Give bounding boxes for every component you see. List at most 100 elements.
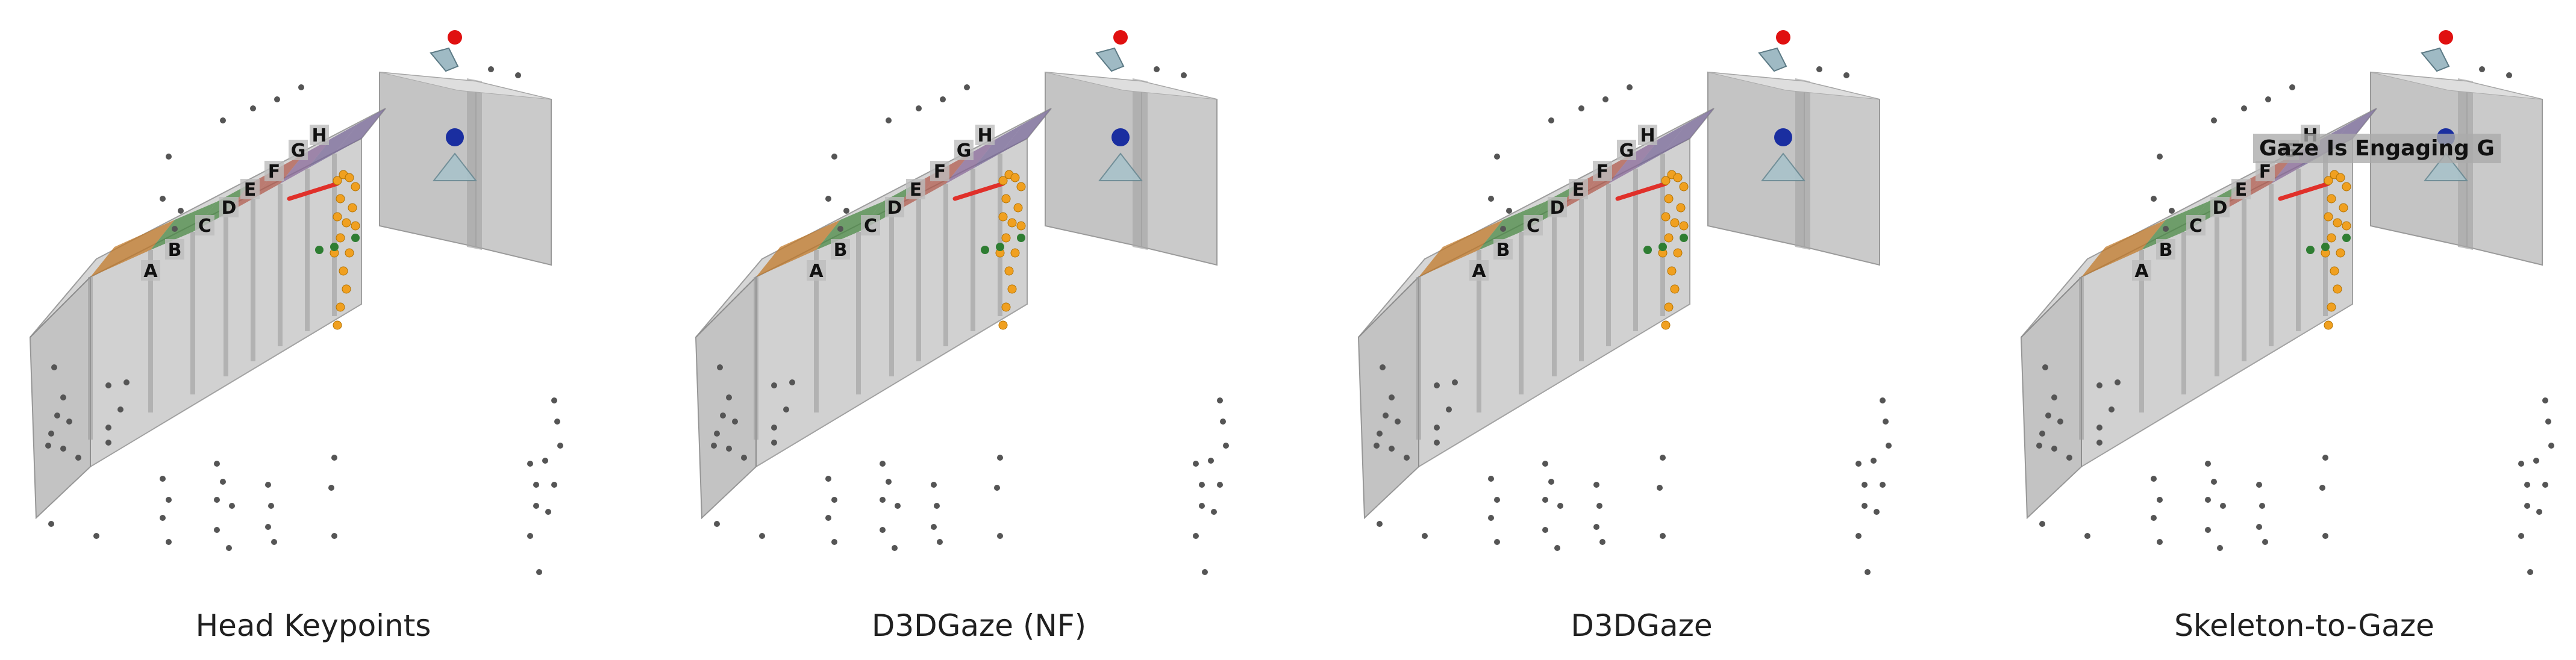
camera-frustum-center: [1098, 152, 1143, 181]
keypoint-grey: [2289, 84, 2295, 90]
slot-label-e: E: [244, 179, 257, 201]
keypoint-grey: [2259, 503, 2265, 509]
keypoint-orange: [2342, 182, 2351, 191]
keypoint-grey: [2256, 482, 2262, 488]
slot-label-background: [807, 260, 826, 281]
keypoint-orange: [2327, 233, 2336, 243]
keypoint-orange: [1664, 194, 1674, 204]
keypoint-grey: [1542, 527, 1548, 533]
keypoint-grey: [1452, 379, 1458, 385]
keypoint-grey: [916, 105, 922, 111]
keypoint-grey: [1855, 533, 1862, 539]
keypoint-grey: [1843, 72, 1849, 78]
back-panel-top: [1707, 72, 1880, 100]
keypoint-grey: [542, 458, 548, 464]
keypoint-grey: [2262, 539, 2268, 545]
keypoint-grey: [732, 419, 738, 425]
keypoint-grey: [60, 394, 66, 400]
keypoint-grey: [726, 394, 732, 400]
slot-label-h: H: [977, 125, 992, 146]
keypoint-orange: [2333, 218, 2342, 228]
camera-marker: [448, 30, 462, 45]
keypoint-grey: [1506, 208, 1512, 214]
keypoint-grey: [789, 379, 795, 385]
keypoint-grey: [328, 485, 334, 491]
slot-label-background: [1569, 179, 1588, 199]
panel-caption: Skeleton-to-Gaze: [2174, 608, 2434, 643]
keypoint-grey: [166, 497, 172, 503]
keypoint-grey: [1488, 515, 1494, 521]
keypoint-grey: [934, 503, 940, 509]
keypoint-grey: [1199, 503, 1205, 509]
keypoint-grey: [771, 425, 777, 431]
keypoint-grey: [2524, 482, 2530, 488]
keypoint-grey: [714, 521, 720, 527]
back-panel-left: [379, 71, 477, 248]
keypoint-grey: [1880, 397, 1886, 403]
panel-caption: D3DGaze: [1571, 608, 1713, 643]
slot-label-background: [264, 161, 284, 181]
keypoint-grey: [1434, 440, 1440, 446]
keypoint-grey: [2518, 461, 2524, 467]
keypoint-orange: [2324, 176, 2333, 185]
slot-label-b: B: [168, 240, 182, 261]
camera-frustum-center: [2423, 152, 2469, 181]
slot-label-background: [2156, 239, 2175, 260]
slot-label-background: [1617, 140, 1636, 160]
keypoint-grey: [515, 72, 521, 78]
keypoint-grey: [1154, 66, 1160, 72]
keypoint-grey: [2051, 446, 2057, 452]
keypoint-orange: [1664, 302, 1674, 312]
keypoint-grey: [1554, 545, 1560, 551]
keypoint-grey: [105, 425, 111, 431]
keypoint-grey: [2039, 521, 2045, 527]
keypoint-orange: [333, 212, 342, 222]
keypoint-grey: [1593, 482, 1599, 488]
slot-label-d: D: [1550, 198, 1565, 219]
keypoint-grey: [2506, 72, 2512, 78]
keypoint-grey: [964, 84, 970, 90]
keypoint-grey: [105, 440, 111, 446]
keypoint-grey: [937, 539, 943, 545]
slot-label-background: [165, 239, 184, 260]
keypoint-grey: [1377, 521, 1383, 527]
keypoint-grey: [1211, 509, 1217, 515]
keypoint-grey: [1220, 419, 1226, 425]
keypoint-grey: [533, 503, 539, 509]
keypoint-orange: [1670, 284, 1680, 294]
back-panel-divider: [2458, 78, 2473, 250]
keypoint-grey: [831, 497, 837, 503]
keypoint-grey: [1395, 419, 1401, 425]
keypoint-grey: [274, 96, 280, 102]
keypoint-grey: [2045, 412, 2051, 419]
back-panel-right: [475, 80, 552, 266]
gaze-ray: [2278, 181, 2331, 201]
keypoint-grey: [1855, 461, 1862, 467]
keypoint-grey: [2205, 527, 2211, 533]
keypoint-grey: [1593, 524, 1599, 530]
slot-label-background: [954, 140, 974, 160]
keypoint-grey: [1422, 533, 1428, 539]
keypoint-grey: [178, 208, 184, 214]
keypoint-grey: [2542, 397, 2548, 403]
slot-label-background: [1524, 215, 1543, 235]
keypoint-grey: [831, 154, 837, 160]
keypoint-grey: [759, 533, 765, 539]
slot-label-background: [861, 215, 880, 235]
keypoint-green: [330, 243, 339, 251]
keypoint-orange: [1679, 182, 1689, 191]
keypoint-grey: [2545, 419, 2551, 425]
slot-label-background: [2210, 197, 2230, 217]
keypoint-grey: [1500, 226, 1506, 232]
keypoint-grey: [117, 406, 123, 412]
keypoint-grey: [2548, 443, 2554, 449]
slot-a: [1419, 220, 1503, 277]
keypoint-grey: [2217, 545, 2223, 551]
keypoint-grey: [2042, 364, 2048, 370]
keypoint-grey: [2151, 515, 2157, 521]
keypoint-grey: [880, 461, 886, 467]
keypoint-grey: [1202, 569, 1208, 575]
keypoint-grey: [1193, 461, 1199, 467]
